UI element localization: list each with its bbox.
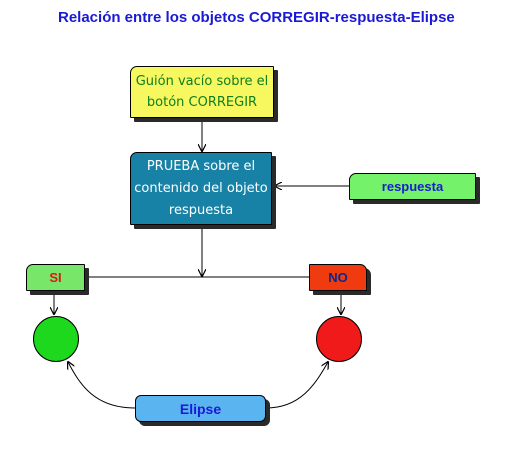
arrow-elipse-to-green xyxy=(68,362,136,409)
respuesta-label: respuesta xyxy=(381,179,444,194)
prueba-label: PRUEBA sobre el contenido del objeto res… xyxy=(134,158,268,218)
si-label: SI xyxy=(49,270,62,285)
elipse-label: Elipse xyxy=(179,400,222,417)
red-ellipse xyxy=(316,316,362,362)
guion-box: Guión vacío sobre el botón CORREGIR xyxy=(130,66,274,118)
diagram-title: Relación entre los objetos CORREGIR-resp… xyxy=(58,9,455,26)
prueba-box: PRUEBA sobre el contenido del objeto res… xyxy=(130,152,272,225)
no-box: NO xyxy=(309,264,367,291)
no-label: NO xyxy=(328,270,348,285)
arrow-elipse-to-red xyxy=(265,362,328,409)
elipse-box: Elipse xyxy=(135,395,266,422)
green-ellipse xyxy=(33,316,79,362)
guion-label: Guión vacío sobre el botón CORREGIR xyxy=(135,74,269,110)
respuesta-box: respuesta xyxy=(349,173,476,200)
si-box: SI xyxy=(26,264,85,291)
